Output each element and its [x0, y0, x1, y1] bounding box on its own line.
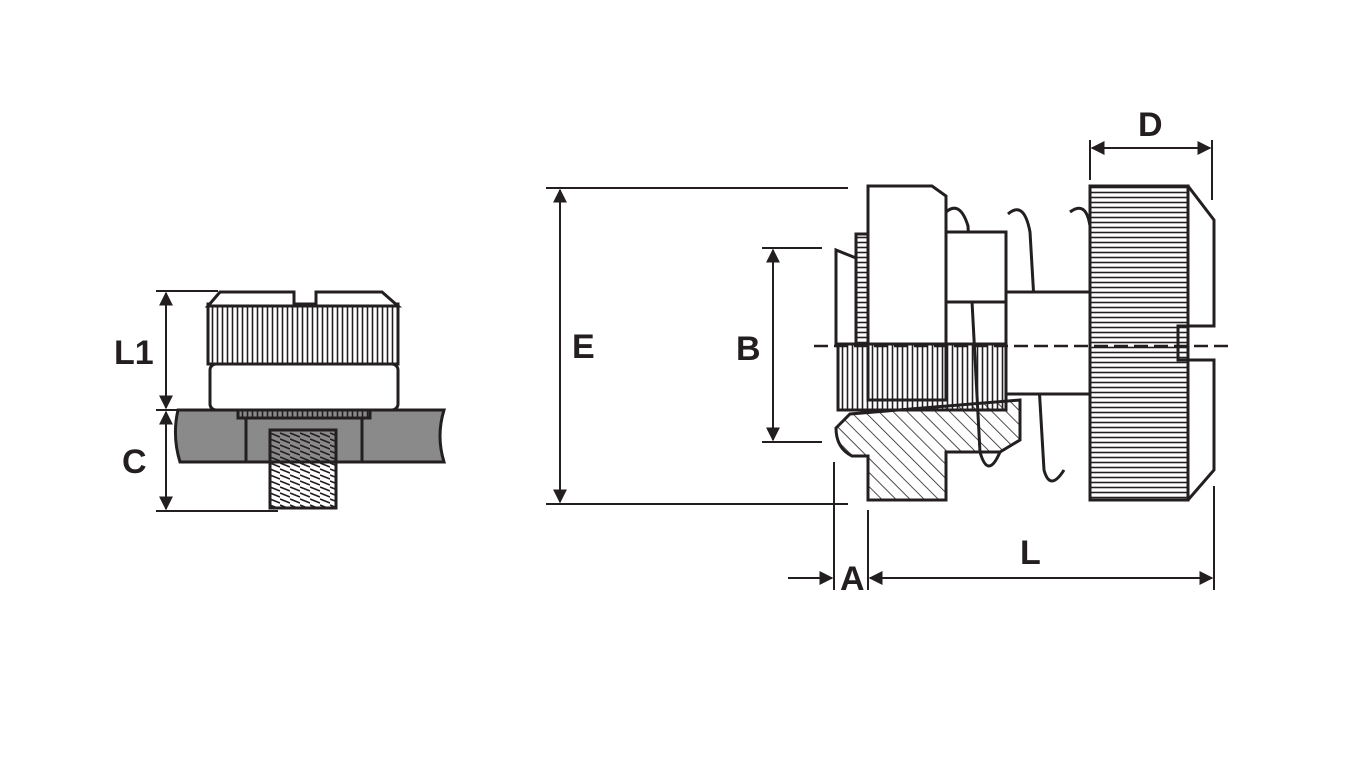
label-l1: L1 [114, 334, 154, 372]
section-view [814, 184, 1234, 502]
thread-section [836, 342, 1008, 412]
label-e: E [572, 328, 595, 366]
label-a: A [840, 560, 865, 598]
label-l: L [1020, 534, 1041, 572]
installed-view [173, 290, 447, 510]
retainer-collar [208, 362, 400, 412]
flange-serration [854, 232, 870, 346]
shaft [1004, 290, 1092, 396]
knurled-cap [206, 302, 400, 366]
sleeve [944, 230, 1008, 304]
slotted-top [204, 290, 402, 308]
dim-right [546, 140, 1215, 590]
threaded-stud [268, 428, 338, 510]
label-b: B [736, 330, 761, 368]
knurled-knob [1088, 184, 1190, 502]
flange-lip [834, 247, 858, 346]
hatched-base [834, 398, 1022, 502]
dim-left [156, 290, 278, 512]
knob-outline [1088, 184, 1216, 502]
label-d: D [1138, 106, 1163, 144]
label-c: C [122, 443, 147, 481]
